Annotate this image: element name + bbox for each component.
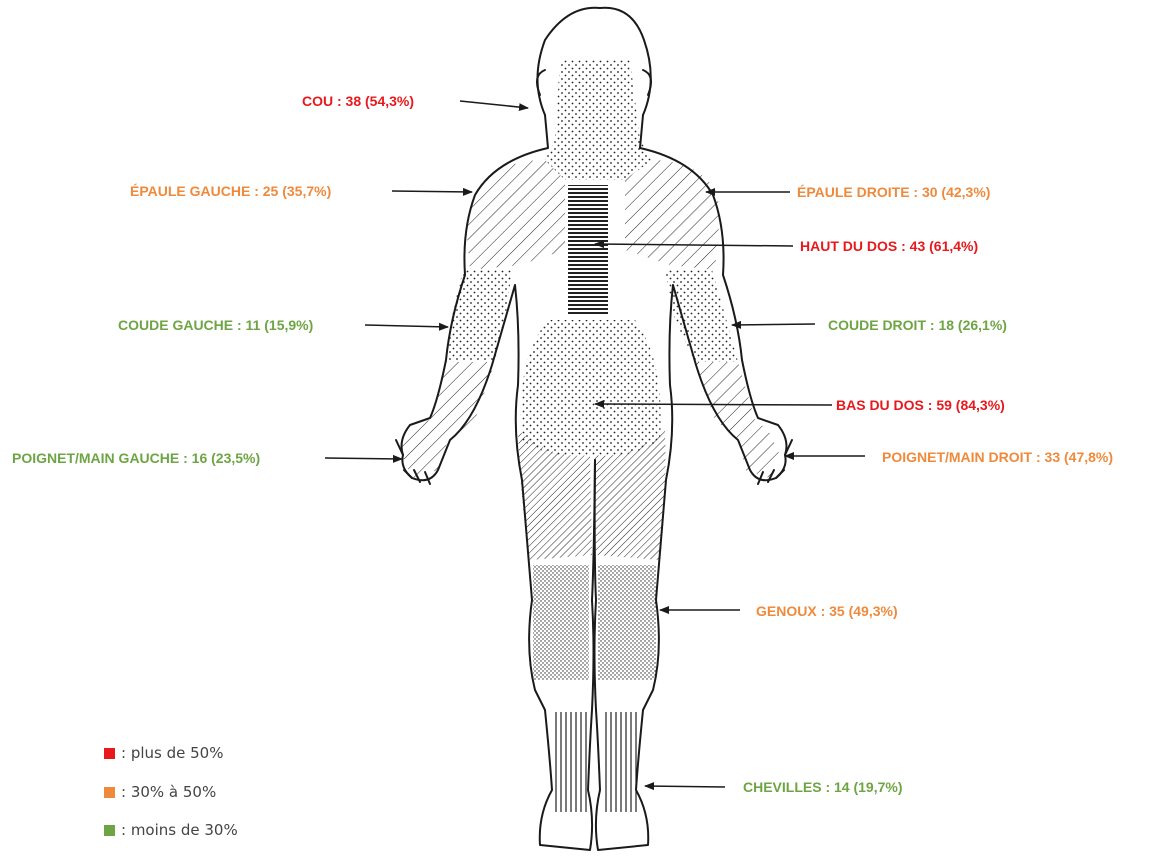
label-coude-droit: COUDE DROIT : 18 (26,1%) (828, 317, 1007, 333)
shoulder-left-region (466, 160, 565, 270)
label-poignet-droit: POIGNET/MAIN DROIT : 33 (47,8%) (882, 449, 1113, 465)
legend-low-text: : moins de 30% (121, 821, 238, 839)
arrow-poignet-gauche (325, 458, 402, 459)
legend-high-swatch (104, 748, 115, 759)
legend-mid: : 30% à 50% (104, 783, 216, 801)
arrow-epaule-gauche (392, 191, 472, 192)
neck-region (545, 60, 652, 160)
label-coude-gauche: COUDE GAUCHE : 11 (15,9%) (118, 317, 313, 333)
arrow-chevilles (645, 786, 725, 787)
arrow-cou (460, 101, 528, 108)
spine-region (568, 185, 608, 315)
arrow-bas-dos (595, 404, 832, 405)
arrow-coude-droit (732, 324, 815, 325)
body-fill-regions (400, 60, 780, 812)
label-haut-dos: HAUT DU DOS : 43 (61,4%) (800, 238, 978, 254)
legend-high: : plus de 50% (104, 744, 223, 762)
elbow-left-region (446, 270, 512, 362)
lower-back-region (521, 320, 661, 456)
legend-low-swatch (104, 825, 115, 836)
ankle-left-region (552, 712, 588, 812)
legend-high-text: : plus de 50% (121, 744, 223, 762)
label-bas-dos: BAS DU DOS : 59 (84,3%) (836, 397, 1005, 413)
elbow-right-region (665, 270, 738, 362)
arrow-haut-dos (595, 244, 793, 246)
label-poignet-gauche: POIGNET/MAIN GAUCHE : 16 (23,5%) (12, 450, 260, 466)
legend-mid-swatch (104, 787, 115, 798)
label-cou: COU : 38 (54,3%) (302, 93, 414, 109)
label-genoux: GENOUX : 35 (49,3%) (756, 603, 898, 619)
legend-mid-text: : 30% à 50% (121, 783, 216, 801)
knee-right-region (598, 565, 656, 680)
label-epaule-gauche: ÉPAULE GAUCHE : 25 (35,7%) (130, 183, 331, 199)
label-chevilles: CHEVILLES : 14 (19,7%) (743, 779, 903, 795)
forearm-right-region (695, 362, 755, 440)
ankle-right-region (604, 712, 640, 812)
shoulder-right-region (625, 160, 719, 270)
legend-low: : moins de 30% (104, 821, 238, 839)
arrow-coude-gauche (365, 325, 448, 327)
knee-left-region (533, 565, 589, 680)
label-epaule-droite: ÉPAULE DROITE : 30 (42,3%) (797, 184, 990, 200)
